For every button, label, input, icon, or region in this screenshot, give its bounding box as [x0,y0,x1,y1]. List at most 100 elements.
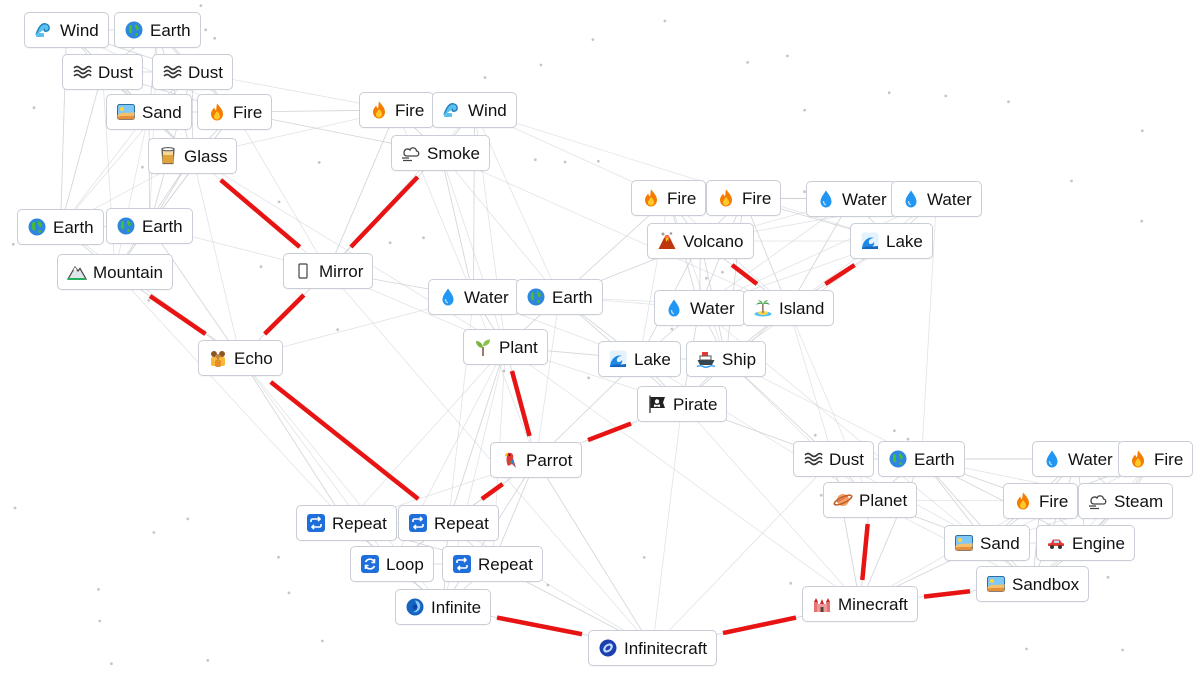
faint-connection-line [921,458,1033,585]
background-dot [906,437,910,441]
element-tile-mountain[interactable]: Mountain [57,254,173,290]
element-label: Sand [980,533,1020,553]
element-tile-plant[interactable]: Plant [463,329,548,365]
element-tile-volcano[interactable]: Volcano [647,223,754,259]
element-tile-dust[interactable]: Dust [62,54,143,90]
water-icon [1042,449,1062,469]
recipe-path-line [269,380,420,501]
element-tile-fire[interactable]: Fire [197,94,273,130]
element-tile-earth[interactable]: Earth [516,279,603,315]
element-tile-sand[interactable]: Sand [944,525,1030,561]
mirror-icon [293,261,313,281]
element-tile-lake[interactable]: Lake [598,341,681,377]
background-dot [277,200,281,204]
element-tile-fire[interactable]: Fire [1003,483,1079,519]
fire-icon [369,100,389,120]
element-tile-repeat[interactable]: Repeat [442,546,543,582]
element-tile-sand[interactable]: Sand [106,94,192,130]
element-tile-sandbox[interactable]: Sandbox [976,566,1090,602]
car-icon [1046,533,1066,553]
faint-connection-line [743,197,789,309]
element-tile-steam[interactable]: Steam [1078,483,1174,519]
element-tile-mirror[interactable]: Mirror [283,253,374,289]
element-tile-earth[interactable]: Earth [17,209,104,245]
background-dot [502,369,506,373]
element-label: Pirate [673,394,718,414]
faint-connection-line [60,226,241,359]
background-dot [813,433,817,437]
recipe-path-line [509,370,532,437]
element-tile-minecraft[interactable]: Minecraft [802,586,918,622]
element-tile-engine[interactable]: Engine [1036,525,1135,561]
background-dot [483,76,487,79]
element-label: Engine [1072,533,1125,553]
background-dot [789,581,793,585]
background-dot [893,429,896,433]
element-label: Water [1068,449,1113,469]
earth-icon [124,20,144,40]
element-tile-parrot[interactable]: Parrot [490,442,583,478]
element-tile-infinitecraft[interactable]: Infinitecraft [588,630,718,666]
faint-connection-line [440,152,474,298]
element-tile-smoke[interactable]: Smoke [391,135,490,171]
recipe-path-line [730,263,759,286]
element-tile-fire[interactable]: Fire [359,92,435,128]
background-dot [1140,129,1144,133]
element-tile-loop[interactable]: Loop [350,546,434,582]
background-dot [819,493,823,497]
element-tile-water[interactable]: Water [891,181,982,217]
ship-icon [696,349,716,369]
background-dot [663,19,667,23]
element-tile-repeat[interactable]: Repeat [398,505,499,541]
background-dot [98,619,102,623]
element-tile-ship[interactable]: Ship [686,341,767,377]
faint-connection-line [788,307,834,460]
faint-connection-line [234,111,329,272]
background-dot [803,190,806,194]
background-dot [591,38,595,41]
element-tile-repeat[interactable]: Repeat [296,505,397,541]
element-tile-infinite[interactable]: Infinite [395,589,492,625]
faint-connection-line [921,198,937,460]
background-dot [1025,647,1028,651]
element-tile-water[interactable]: Water [654,290,745,326]
element-label: Infinitecraft [624,638,708,658]
background-dot [186,517,190,521]
background-dot [287,591,291,595]
element-tile-water[interactable]: Water [1032,441,1123,477]
element-tile-earth[interactable]: Earth [106,208,193,244]
element-tile-water[interactable]: Water [806,181,897,217]
element-tile-fire[interactable]: Fire [1118,441,1194,477]
element-tile-water[interactable]: Water [428,279,519,315]
element-tile-wind[interactable]: Wind [24,12,109,48]
background-dot [539,63,543,67]
steam-icon [1088,491,1108,511]
background-dot [705,276,708,280]
element-tile-dust[interactable]: Dust [152,54,233,90]
element-label: Mountain [93,262,163,282]
element-tile-lake[interactable]: Lake [850,223,933,259]
element-tile-wind[interactable]: Wind [432,92,517,128]
background-dot [587,376,590,380]
element-tile-fire[interactable]: Fire [706,180,782,216]
element-tile-island[interactable]: Island [743,290,835,326]
element-tile-echo[interactable]: Echo [198,340,283,376]
sand-icon [954,533,974,553]
repeat-icon [306,513,326,533]
element-tile-fire[interactable]: Fire [631,180,707,216]
element-label: Mirror [319,261,364,281]
element-label: Smoke [427,143,480,163]
faint-connection-line [149,225,241,359]
element-label: Fire [1154,449,1184,469]
element-tile-planet[interactable]: Planet [823,482,918,518]
element-label: Water [690,298,735,318]
element-label: Earth [53,217,94,237]
dust-icon [72,62,92,82]
element-tile-earth[interactable]: Earth [878,441,965,477]
element-tile-glass[interactable]: Glass [148,138,238,174]
element-tile-earth[interactable]: Earth [114,12,201,48]
element-tile-dust[interactable]: Dust [793,441,874,477]
faint-connection-line [699,198,852,309]
element-label: Fire [742,188,772,208]
element-tile-pirate[interactable]: Pirate [637,386,728,422]
